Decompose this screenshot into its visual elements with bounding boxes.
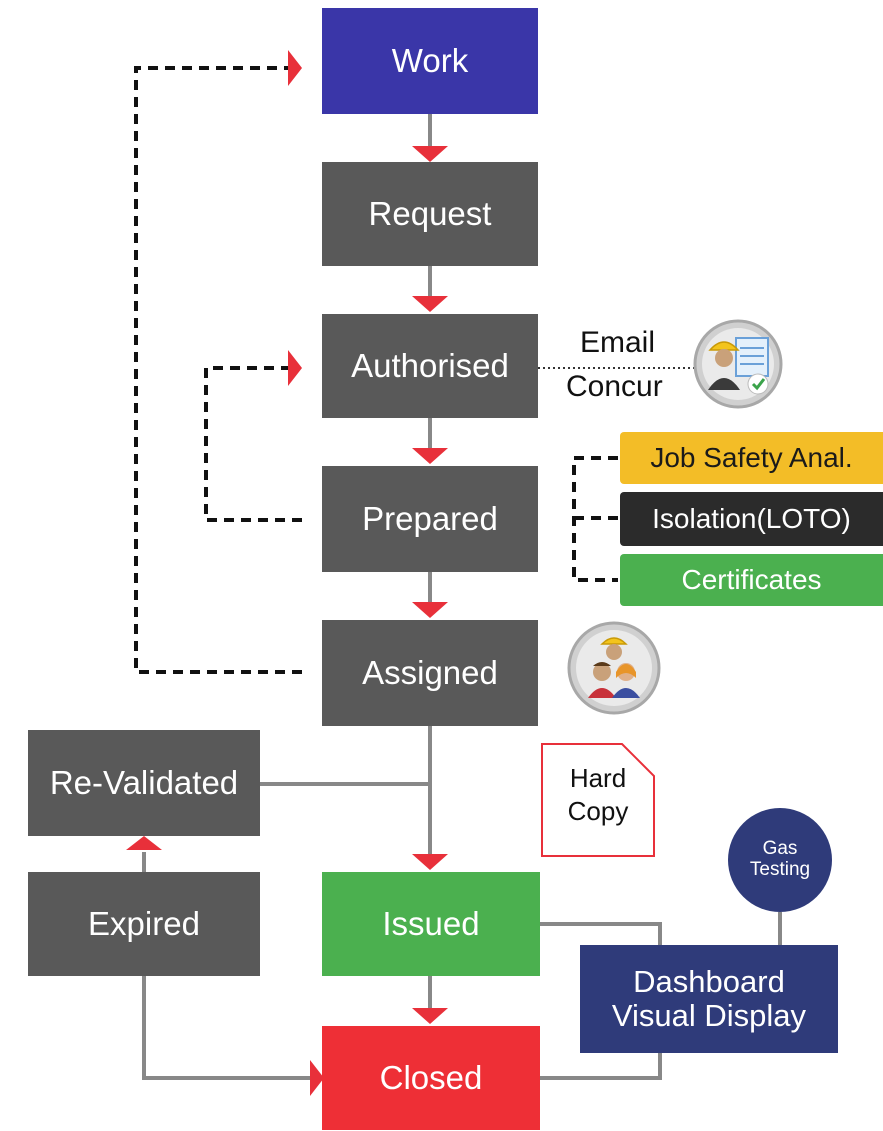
hard-copy-document	[541, 743, 655, 857]
request-step: Request	[322, 162, 538, 266]
dashboard-line2: Visual Display	[611, 998, 807, 1033]
isolation-loto-label: Isolation(LOTO)	[652, 503, 851, 534]
revalidated-label: Re-Validated	[49, 764, 239, 801]
hard-copy-line2: Copy	[567, 795, 629, 826]
gas-testing-circle: Gas Testing	[728, 808, 832, 912]
safety-checklist-icon	[693, 319, 783, 409]
assigned-label: Assigned	[362, 654, 498, 691]
expired-label: Expired	[88, 905, 200, 942]
authorised-label: Authorised	[351, 347, 509, 384]
job-safety-analysis-chip: Job Safety Anal.	[620, 432, 883, 484]
expired-step: Expired	[28, 872, 260, 976]
prepared-label: Prepared	[362, 500, 498, 537]
closed-step: Closed	[322, 1026, 540, 1130]
certificates-label: Certificates	[681, 564, 822, 595]
dashboard-line1: Dashboard	[633, 963, 785, 999]
authorised-step: Authorised	[322, 314, 538, 418]
job-safety-analysis-label: Job Safety Anal.	[650, 442, 853, 473]
hard-copy-line1: Hard	[569, 763, 627, 793]
prepared-step: Prepared	[322, 466, 538, 572]
closed-label: Closed	[379, 1059, 483, 1096]
gas-testing-line1: Gas	[762, 838, 798, 860]
isolation-loto-chip: Isolation(LOTO)	[620, 492, 883, 546]
dashboard-visual-display: Dashboard Visual Display	[580, 945, 838, 1053]
gas-testing-line2: Testing	[749, 859, 811, 880]
flow-arrowheads	[126, 50, 448, 1096]
issued-step: Issued	[322, 872, 540, 976]
request-label: Request	[368, 195, 492, 232]
team-workers-icon	[567, 621, 661, 715]
hard-copy-text: Hard Copy	[542, 762, 654, 827]
certificates-chip: Certificates	[620, 554, 883, 606]
assigned-step: Assigned	[322, 620, 538, 726]
concur-label: Concur	[566, 370, 663, 403]
work-label: Work	[391, 42, 469, 79]
work-step: Work	[322, 8, 538, 114]
email-label: Email	[580, 326, 656, 359]
issued-label: Issued	[382, 905, 480, 942]
revalidated-step: Re-Validated	[28, 730, 260, 836]
